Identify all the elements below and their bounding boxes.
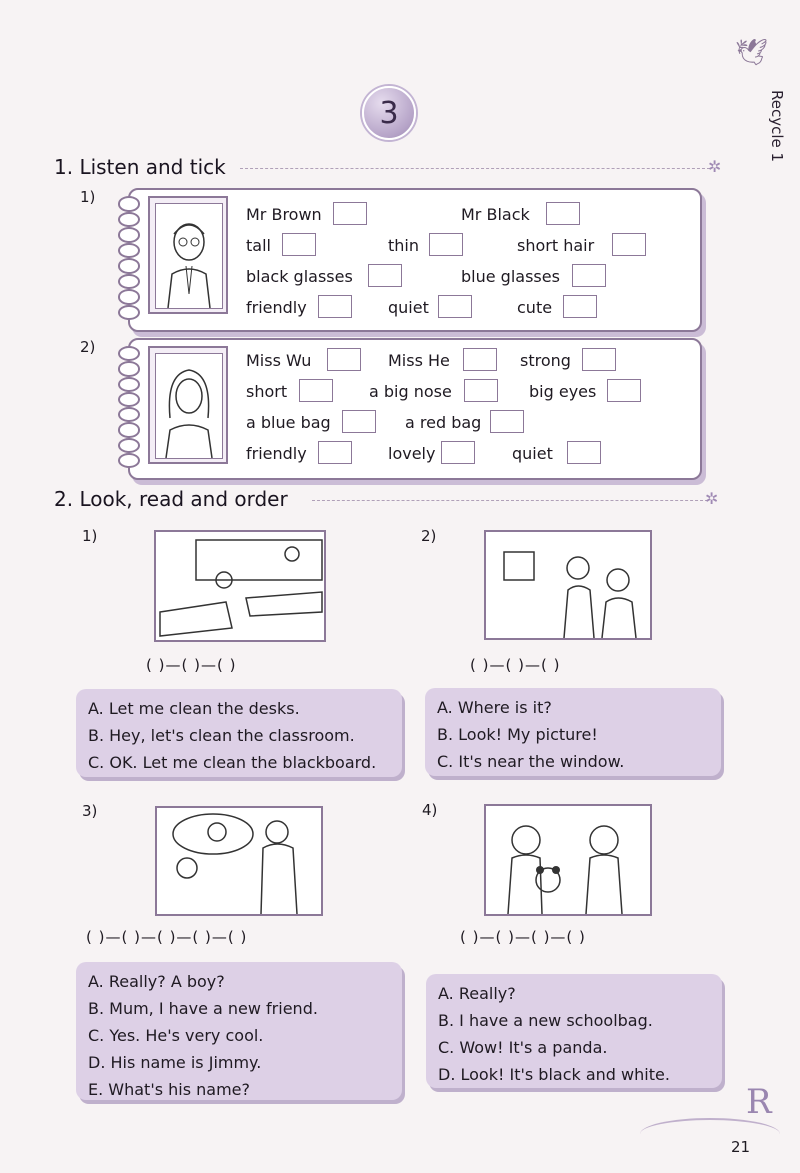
label-friendly: friendly [246,298,307,317]
tick-box-short[interactable] [299,379,333,402]
section2-title: 2. Look, read and order [54,487,288,511]
q2-options-panel: A. Where is it? B. Look! My picture! C. … [425,688,721,776]
label-short: short [246,382,288,401]
label-black-glasses: black glasses [246,267,353,286]
star-icon: ✲ [708,157,722,176]
tick-box-short-hair[interactable] [612,233,646,256]
tick-box-red-bag[interactable] [490,410,524,433]
label-mr-brown: Mr Brown [246,205,322,224]
bird-icon: 🕊 [735,38,769,68]
tick-box-tall[interactable] [282,233,316,256]
tick-box-strong[interactable] [582,348,616,371]
item2-number: 2) [80,338,96,356]
tick-box-lovely[interactable] [441,441,475,464]
panda-schoolbag-scene [484,804,652,916]
label-miss-wu: Miss Wu [246,351,312,370]
q3-order-blanks[interactable]: ( )—( )—( )—( )—( ) [86,928,248,946]
q3-option-c: C. Yes. He's very cool. [88,1026,264,1045]
label-miss-he: Miss He [388,351,450,370]
q4-number: 4) [422,801,438,819]
r-logo-icon: R [746,1082,772,1122]
tick-box-miss-wu[interactable] [327,348,361,371]
label-red-bag: a red bag [405,413,482,432]
label-big-eyes: big eyes [529,382,597,401]
spiral-binding [118,196,140,320]
my-picture-scene [484,530,652,640]
q2-option-b: B. Look! My picture! [437,725,598,744]
tick-box-friendly[interactable] [318,295,352,318]
label-blue-glasses: blue glasses [461,267,560,286]
q4-order-blanks[interactable]: ( )—( )—( )—( ) [460,928,586,946]
tick-box-big-nose[interactable] [464,379,498,402]
tick-box-blue-glasses[interactable] [572,264,606,287]
tick-box-black-glasses[interactable] [368,264,402,287]
q1-options-panel: A. Let me clean the desks. B. Hey, let's… [76,689,402,777]
heading-rule [240,168,710,169]
q3-option-d: D. His name is Jimmy. [88,1053,262,1072]
q4-option-a: A. Really? [438,984,516,1003]
section1-title: 1. Listen and tick [54,155,226,179]
q3-option-b: B. Mum, I have a new friend. [88,999,318,1018]
unit-number: 3 [379,95,399,131]
q3-options-panel: A. Really? A boy? B. Mum, I have a new f… [76,962,402,1100]
miss-wu-portrait [148,346,228,464]
tick-box-mr-brown[interactable] [333,202,367,225]
tick-box-cute[interactable] [563,295,597,318]
tick-box-miss-he[interactable] [463,348,497,371]
heading-rule [312,500,708,501]
label-cute: cute [517,298,553,317]
label-blue-bag: a blue bag [246,413,331,432]
q4-option-c: C. Wow! It's a panda. [438,1038,608,1057]
label-big-nose: a big nose [369,382,452,401]
q4-options-panel: A. Really? B. I have a new schoolbag. C.… [426,974,722,1088]
tick-box-blue-bag[interactable] [342,410,376,433]
page-number: 21 [731,1138,751,1156]
new-friend-scene [155,806,323,916]
tick-box-quiet[interactable] [438,295,472,318]
label-strong: strong [520,351,571,370]
cloud-decoration [640,1118,780,1150]
tick-box-thin[interactable] [429,233,463,256]
q2-order-blanks[interactable]: ( )—( )—( ) [470,656,561,674]
tick-box-big-eyes[interactable] [607,379,641,402]
q2-option-c: C. It's near the window. [437,752,625,771]
label-friendly: friendly [246,444,307,463]
star-icon: ✲ [705,489,719,508]
tick-box-quiet[interactable] [567,441,601,464]
label-thin: thin [388,236,419,255]
label-tall: tall [246,236,271,255]
q2-number: 2) [421,527,437,545]
q1-number: 1) [82,527,98,545]
label-lovely: lovely [388,444,436,463]
q1-option-c: C. OK. Let me clean the blackboard. [88,753,377,772]
item1-number: 1) [80,188,96,206]
label-quiet: quiet [388,298,429,317]
spiral-binding [118,346,140,468]
tick-box-friendly[interactable] [318,441,352,464]
q3-option-a: A. Really? A boy? [88,972,225,991]
label-quiet: quiet [512,444,553,463]
label-short-hair: short hair [517,236,595,255]
label-mr-black: Mr Black [461,205,530,224]
q1-option-b: B. Hey, let's clean the classroom. [88,726,355,745]
q4-option-b: B. I have a new schoolbag. [438,1011,653,1030]
unit-badge: 3 [362,86,416,140]
classroom-cleaning-picture [154,530,326,642]
q3-number: 3) [82,802,98,820]
q2-option-a: A. Where is it? [437,698,552,717]
q1-option-a: A. Let me clean the desks. [88,699,300,718]
q1-order-blanks[interactable]: ( )—( )—( ) [146,656,237,674]
q3-option-e: E. What's his name? [88,1080,251,1099]
mr-brown-portrait [148,196,228,314]
side-label: Recycle 1 [768,90,786,163]
q4-option-d: D. Look! It's black and white. [438,1065,670,1084]
tick-box-mr-black[interactable] [546,202,580,225]
